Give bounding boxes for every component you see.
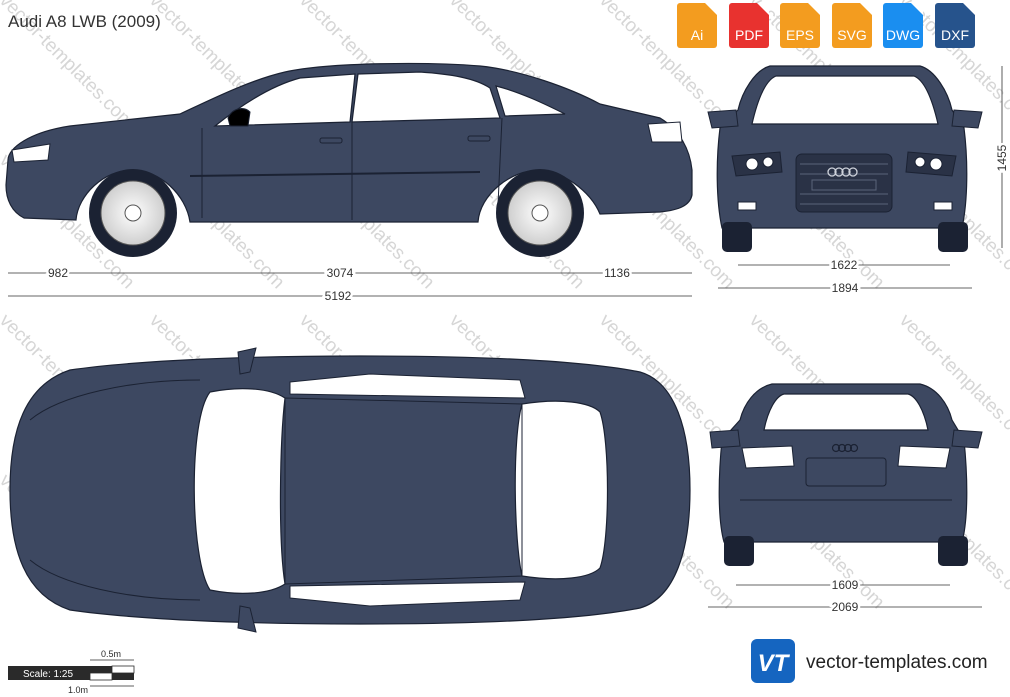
side-door-line-3 [497, 117, 503, 206]
format-badge-label: SVG [837, 27, 867, 43]
rear-left-mirror [709, 429, 741, 449]
dim-length: 5192 [325, 289, 352, 303]
page-fold-icon [860, 3, 872, 15]
page-fold-icon [757, 3, 769, 15]
side-tail-light [647, 121, 683, 143]
top-view [9, 347, 691, 633]
page-fold-icon [911, 3, 923, 15]
front-left-lamp-2 [762, 156, 774, 168]
side-quarter-window [495, 85, 566, 117]
rear-left-tire [724, 536, 754, 566]
page-fold-icon [808, 3, 820, 15]
format-badge-label: Ai [690, 27, 704, 43]
scale-label: Scale: 1:25 [23, 669, 73, 680]
dim-width: 1894 [832, 281, 859, 295]
top-roof [284, 397, 523, 585]
top-hood-line [29, 379, 201, 421]
page-title: Audi A8 LWB (2009) [8, 12, 161, 31]
vt-logo-text: VT [758, 650, 791, 677]
front-right-mirror [951, 109, 983, 129]
format-badge-label: DWG [885, 27, 921, 43]
format-badge-label: DXF [941, 27, 969, 43]
side-front-wheel [89, 169, 177, 257]
dim-rear-overhang: 1136 [604, 266, 630, 280]
rear-window [763, 393, 929, 431]
top-rear-window [514, 400, 609, 580]
dim-rear-track: 1609 [832, 578, 859, 592]
front-right-tire [938, 222, 968, 252]
svg-file-icon[interactable]: SVG [832, 3, 872, 48]
front-left-mirror [707, 109, 739, 129]
dim-wheelbase: 3074 [327, 266, 354, 280]
front-left-fog [737, 201, 757, 211]
page-fold-icon [963, 3, 975, 15]
dimension-lines [8, 66, 1003, 608]
side-crease [189, 171, 481, 177]
scale-bar: Scale: 1:25 0.5m 1.0m [8, 649, 135, 695]
top-windshield [193, 388, 286, 594]
front-grille-lines [800, 163, 888, 205]
front-rings-logo [827, 167, 858, 177]
top-side-glass-upper [289, 373, 526, 399]
rear-view [709, 383, 983, 566]
pdf-file-icon[interactable]: PDF [729, 3, 769, 48]
scale-half: 0.5m [101, 649, 121, 659]
rear-right-tire [938, 536, 968, 566]
rear-right-taillight [897, 445, 951, 469]
front-plate [811, 179, 877, 191]
front-view [707, 65, 983, 252]
front-right-lamp-2 [914, 156, 926, 168]
format-badge-label: EPS [785, 27, 814, 43]
top-right-mirror [237, 605, 257, 633]
side-rear-handle [467, 135, 491, 142]
top-left-mirror [237, 347, 257, 375]
dxf-file-icon[interactable]: DXF [935, 3, 975, 48]
rear-left-taillight [741, 445, 795, 469]
front-right-lamp [929, 157, 943, 171]
side-view [5, 62, 693, 257]
side-rear-wheel [496, 169, 584, 257]
page-fold-icon [705, 3, 717, 15]
format-badge-label: PDF [735, 27, 763, 43]
brand-text[interactable]: vector-templates.com [806, 652, 988, 673]
rear-plate [805, 457, 887, 487]
scale-full: 1.0m [68, 685, 88, 695]
front-left-lamp [745, 157, 759, 171]
dim-height: 1455 [995, 144, 1009, 171]
vt-logo-icon: VT [749, 637, 797, 685]
dim-front-track: 1622 [831, 258, 858, 272]
illustrator-file-icon[interactable]: Ai [677, 3, 717, 48]
eps-file-icon[interactable]: EPS [780, 3, 820, 48]
side-front-handle [319, 137, 343, 144]
front-left-tire [722, 222, 752, 252]
top-side-glass-lower [289, 581, 526, 607]
dim-width-mirrors: 2069 [832, 600, 859, 614]
front-right-fog [933, 201, 953, 211]
top-hood-line-2 [29, 559, 201, 601]
rear-right-mirror [951, 429, 983, 449]
dim-front-overhang: 982 [48, 266, 68, 280]
side-front-door-window [351, 71, 501, 123]
front-windshield [751, 75, 939, 125]
side-head-light [11, 143, 51, 163]
side-mirror [227, 108, 251, 127]
dwg-file-icon[interactable]: DWG [883, 3, 923, 48]
scale-label-box [8, 666, 90, 680]
rear-rings-logo [831, 443, 859, 453]
